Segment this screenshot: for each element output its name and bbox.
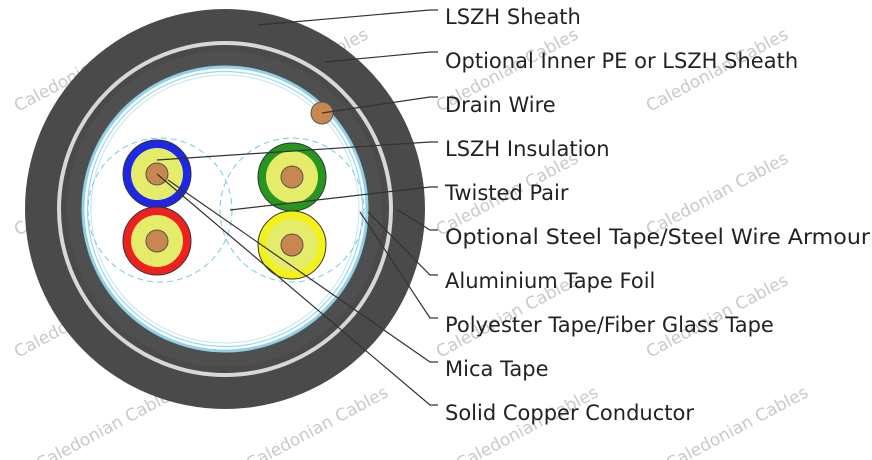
leader-drain-wire (321, 96, 438, 114)
core-green (257, 142, 327, 212)
leader-mica-tape (167, 179, 438, 363)
label-mica-tape: Mica Tape (445, 357, 549, 381)
mica-tape (90, 74, 360, 344)
leader-lszh-insulation (156, 141, 438, 161)
label-drain-wire: Drain Wire (445, 93, 556, 117)
labels: LSZH Sheath Optional Inner PE or LSZH Sh… (444, 5, 870, 425)
label-polyester-tape: Polyester Tape/Fiber Glass Tape (445, 313, 774, 337)
label-lszh-insulation: LSZH Insulation (445, 137, 610, 161)
polyester-tape (86, 70, 364, 348)
leader-inner-sheath (324, 51, 438, 63)
leader-lszh-sheath (257, 9, 438, 26)
leader-copper-conductor (156, 173, 438, 406)
twisted-pair-outline (219, 137, 365, 283)
label-steel-armour: Optional Steel Tape/Steel Wire Armour (445, 225, 870, 249)
label-lszh-sheath: LSZH Sheath (445, 5, 581, 29)
leader-aluminium-foil (367, 211, 438, 276)
leader-twisted-pair (229, 186, 438, 211)
leader-polyester-tape (359, 211, 438, 319)
label-aluminium-foil: Aluminium Tape Foil (445, 269, 655, 293)
leader-lines (156, 9, 438, 406)
leader-steel-armour (397, 209, 438, 231)
cable-body (25, 9, 425, 409)
steel-armour-ring (57, 41, 393, 377)
core-red (122, 206, 192, 276)
label-copper-conductor: Solid Copper Conductor (445, 401, 694, 425)
label-twisted-pair: Twisted Pair (444, 181, 569, 205)
core-yellow (257, 210, 327, 280)
label-inner-sheath: Optional Inner PE or LSZH Sheath (445, 49, 798, 73)
